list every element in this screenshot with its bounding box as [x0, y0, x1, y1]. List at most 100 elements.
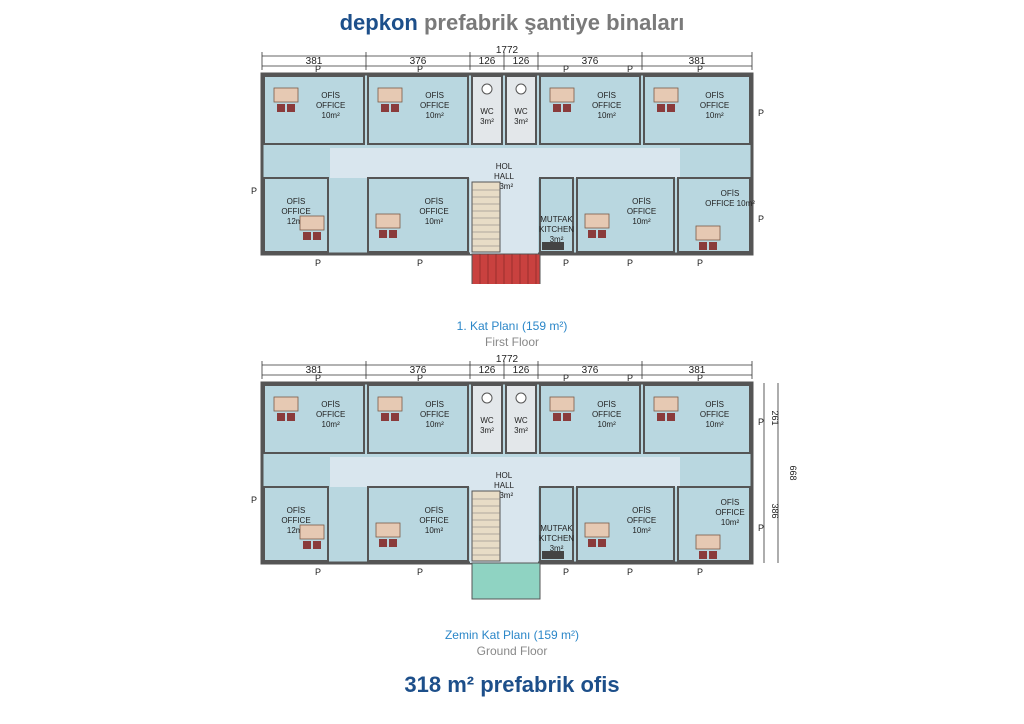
office-bottom-label: OFİS	[721, 189, 740, 198]
panel-mark-top: P	[315, 373, 321, 383]
panel-mark-bottom: P	[315, 567, 321, 577]
office-bottom-label: OFFICE	[419, 207, 448, 216]
office-bottom-label: 10m²	[425, 526, 444, 535]
chair	[391, 104, 399, 112]
office-top-label: 10m²	[426, 420, 445, 429]
side-dimension-total: 668	[788, 465, 798, 480]
chair	[598, 539, 606, 547]
chair	[563, 104, 571, 112]
panel-mark-right: P	[758, 214, 764, 224]
wc-label: WC	[480, 107, 494, 116]
office-top-label: OFFICE	[316, 410, 345, 419]
wc-label: WC	[480, 416, 494, 425]
office-top-label: 10m²	[322, 111, 341, 120]
chair	[699, 242, 707, 250]
wc-label: 3m²	[480, 117, 494, 126]
first-floor-caption: 1. Kat Planı (159 m²) First Floor	[0, 318, 1024, 350]
office-bottom-label: OFFICE	[281, 207, 310, 216]
office-bottom-label: OFFICE	[627, 207, 656, 216]
panel-mark-bottom: P	[697, 567, 703, 577]
office-bottom-label: OFİS	[632, 506, 651, 515]
kitchen-label: KITCHEN	[539, 534, 574, 543]
desk	[653, 396, 679, 412]
chair	[391, 413, 399, 421]
chair	[667, 413, 675, 421]
wc-label: 3m²	[480, 426, 494, 435]
total-dimension: 1772	[496, 45, 519, 56]
desk	[584, 522, 610, 538]
office-top-label: OFİS	[425, 91, 444, 100]
panel-mark-top: P	[417, 373, 423, 383]
segment-dimension: 126	[479, 56, 496, 67]
panel-mark-bottom: P	[417, 258, 423, 268]
desk	[377, 396, 403, 412]
kitchen-label: 3m²	[550, 544, 564, 553]
panel-mark-right: P	[758, 108, 764, 118]
chair	[313, 541, 321, 549]
staircase	[471, 490, 501, 562]
room-top	[643, 75, 751, 145]
office-top-label: OFFICE	[420, 101, 449, 110]
office-bottom-label: 10m²	[721, 518, 740, 527]
desk	[273, 396, 299, 412]
panel-mark-right: P	[758, 417, 764, 427]
side-dimension: 386	[770, 503, 780, 518]
sink-icon	[542, 551, 564, 559]
office-top-label: OFİS	[321, 91, 340, 100]
chair	[657, 104, 665, 112]
segment-dimension: 381	[689, 56, 706, 67]
chair	[287, 413, 295, 421]
desk	[377, 87, 403, 103]
desk	[695, 534, 721, 550]
ground-floor-caption: Zemin Kat Planı (159 m²) Ground Floor	[0, 627, 1024, 659]
kitchen-label: 3m²	[550, 235, 564, 244]
panel-mark-top: P	[627, 373, 633, 383]
chair	[657, 413, 665, 421]
office-bottom-label: OFFICE	[419, 516, 448, 525]
office-top-label: OFİS	[705, 400, 724, 409]
toilet-icon	[481, 392, 493, 404]
segment-dimension: 381	[306, 56, 323, 67]
kitchen-label: MUTFAK	[540, 215, 573, 224]
hall-label: 23m²	[495, 182, 514, 191]
hall-label: HALL	[494, 172, 515, 181]
panel-mark-top: P	[627, 64, 633, 74]
office-bottom-label: 12m²	[287, 217, 306, 226]
desk	[375, 213, 401, 229]
office-bottom-label: OFFICE	[627, 516, 656, 525]
chair	[598, 230, 606, 238]
office-top-label: OFİS	[321, 400, 340, 409]
chair	[709, 551, 717, 559]
panel-mark-left: P	[251, 186, 257, 196]
chair	[277, 413, 285, 421]
panel-mark-bottom: P	[627, 258, 633, 268]
entrance	[471, 562, 541, 600]
office-top-label: 10m²	[598, 111, 617, 120]
chair	[588, 230, 596, 238]
panel-mark-top: P	[563, 373, 569, 383]
sink-icon	[542, 242, 564, 250]
desk	[695, 225, 721, 241]
chair	[553, 413, 561, 421]
segment-dimension: 376	[582, 365, 599, 376]
hall-label: HOL	[496, 162, 513, 171]
hall-label: HALL	[494, 481, 515, 490]
entrance	[471, 253, 541, 284]
chair	[379, 230, 387, 238]
wc-label: 3m²	[514, 117, 528, 126]
office-top-label: OFFICE	[700, 410, 729, 419]
segment-dimension: 376	[582, 56, 599, 67]
panel-mark-bottom: P	[563, 258, 569, 268]
chair	[667, 104, 675, 112]
desk	[299, 524, 325, 540]
hall-label: 23m²	[495, 491, 514, 500]
chair	[389, 539, 397, 547]
side-dimension: 261	[770, 410, 780, 425]
office-top-label: OFFICE	[592, 410, 621, 419]
office-top-label: 10m²	[426, 111, 445, 120]
staircase	[471, 181, 501, 253]
chair	[553, 104, 561, 112]
office-top-label: OFİS	[597, 91, 616, 100]
office-bottom-label: 10m²	[632, 526, 651, 535]
